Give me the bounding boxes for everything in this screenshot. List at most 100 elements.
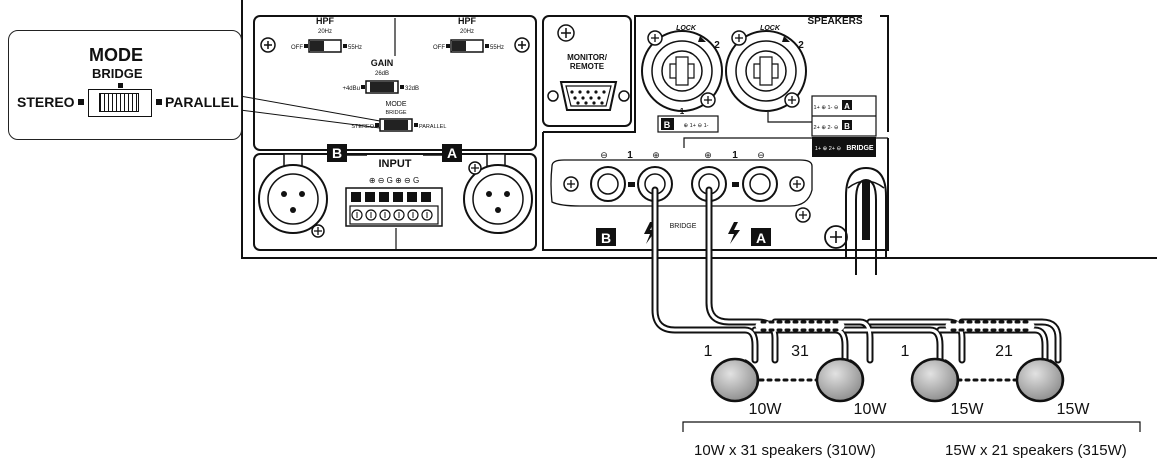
callout-parallel-label: PARALLEL [165,94,239,110]
out-one-right: 1 [732,150,738,161]
screw-icon [557,24,575,42]
remote-label: REMOTE [570,62,605,71]
callout-stereo-label: STEREO [17,94,75,110]
lock1-num: 2 [714,40,720,51]
out-minus-right: ⊖ [757,150,765,160]
speakon-connector-1[interactable] [641,30,723,112]
output-a-tag [751,228,771,246]
lock1-bottom: 1 [680,107,685,116]
hpf-right-off: OFF [433,45,445,51]
screw-icon [563,176,579,192]
screw-icon [795,207,811,223]
gain-switch[interactable] [361,80,404,94]
speaker-wiring [651,186,1062,382]
chassis [241,0,1157,259]
gain-label: GAIN [371,58,394,68]
hpf-right-hz: 55Hz [490,45,504,51]
input-a-tag [442,144,462,162]
gain-mid: 26dB [375,71,389,77]
monitor-remote-section [542,15,632,127]
out-minus-left: ⊖ [600,150,608,160]
lock2-label: LOCK [760,25,781,32]
speakon-connector-2[interactable] [725,30,807,112]
hpf-left-freq: 20Hz [318,29,332,35]
callout-leader [239,95,381,129]
caption-15w-group: 15W x 21 speakers (315W) [945,442,1127,459]
lock1-label: LOCK [676,25,697,32]
output-b-letter: B [601,230,611,246]
xlr-input-a[interactable] [463,153,533,234]
legend-row3-text: BRIDGE [846,145,874,152]
screw-icon [514,37,530,53]
power-section [824,166,887,275]
lightning-icon [644,222,656,244]
hpf-left-hz: 55Hz [348,45,362,51]
hpf-right-switch[interactable] [446,39,489,53]
mode-switch[interactable] [375,118,418,132]
gain-high: 32dB [405,86,419,92]
output-a-letter: A [756,230,766,246]
callout-stereo-marker [78,99,84,105]
speaker-1-number: 1 [704,343,713,360]
banana-jacks[interactable] [550,159,813,223]
input-a-letter: A [447,145,457,161]
speaker-output-section [542,15,889,251]
screw-icon [789,176,805,192]
lightning-icon [728,222,740,244]
speaker-pin-legend [811,95,877,157]
lock1-legend-b: B [664,120,671,130]
panel-labels: HPF 20Hz OFF 55Hz HPF 20Hz OFF 55Hz GAIN… [291,16,1090,418]
speaker-1 [710,357,760,403]
input-b-tag [327,144,347,162]
mode-stereo: STEREO [351,124,374,130]
mode-parallel: PARALLEL [419,124,446,130]
lock1-legend-text: ⊕ 1+ ⊖ 1- [684,123,709,129]
group-bracket [682,421,1141,432]
input-b-letter: B [332,145,342,161]
callout-parallel-marker [156,99,162,105]
speakers-label: SPEAKERS [807,16,862,27]
callout-mode-switch[interactable] [88,89,152,117]
screw-icon [311,224,325,238]
callout-bridge-label: BRIDGE [92,66,143,81]
screw-icon [824,225,848,249]
out-plus-right: ⊕ [704,150,712,160]
hpf-left-off: OFF [291,45,303,51]
dsub-connector[interactable] [547,81,630,111]
speaker-3-number: 1 [901,343,910,360]
speaker-2 [815,357,865,403]
mode-bridge: BRIDGE [385,110,406,116]
legend-row2-letter: B [844,122,850,131]
hpf-left-label: HPF [316,16,335,26]
terminal-labels: ⊕ ⊖ G ⊕ ⊖ G [369,176,419,185]
screw-icon [260,37,276,53]
caption-10w-group: 10W x 31 speakers (310W) [694,442,876,459]
out-one-left: 1 [627,150,633,161]
callout-switch-knob [99,93,139,112]
euroblock-terminal[interactable] [345,187,443,227]
speaker-1-wattage: 10W [749,401,783,418]
input-section [253,144,537,251]
output-b-tag [596,228,616,246]
bridge-label: BRIDGE [670,223,697,230]
speaker-2-number: 31 [791,343,809,360]
callout-mode-label: MODE [89,45,143,65]
screw-icon [468,161,482,175]
out-plus-left: ⊕ [652,150,660,160]
legend-row2: 2+ ⊕ 2- ⊖ [814,125,839,131]
callout-bridge-marker [118,83,123,88]
mode-callout [8,30,242,140]
speaker-4 [1015,357,1065,403]
legend-row3: 1+ ⊕ 2+ ⊖ [815,146,842,152]
hpf-left-switch[interactable] [304,39,347,53]
monitor-label: MONITOR/ [567,53,608,62]
xlr-input-b[interactable] [258,153,328,234]
control-section [239,15,537,151]
input-label: INPUT [379,158,412,170]
lock2-num: 2 [798,40,804,51]
hpf-right-label: HPF [458,16,477,26]
mode-label: MODE [386,101,407,108]
legend-row1-letter: A [844,102,850,111]
speaker-2-wattage: 10W [854,401,888,418]
